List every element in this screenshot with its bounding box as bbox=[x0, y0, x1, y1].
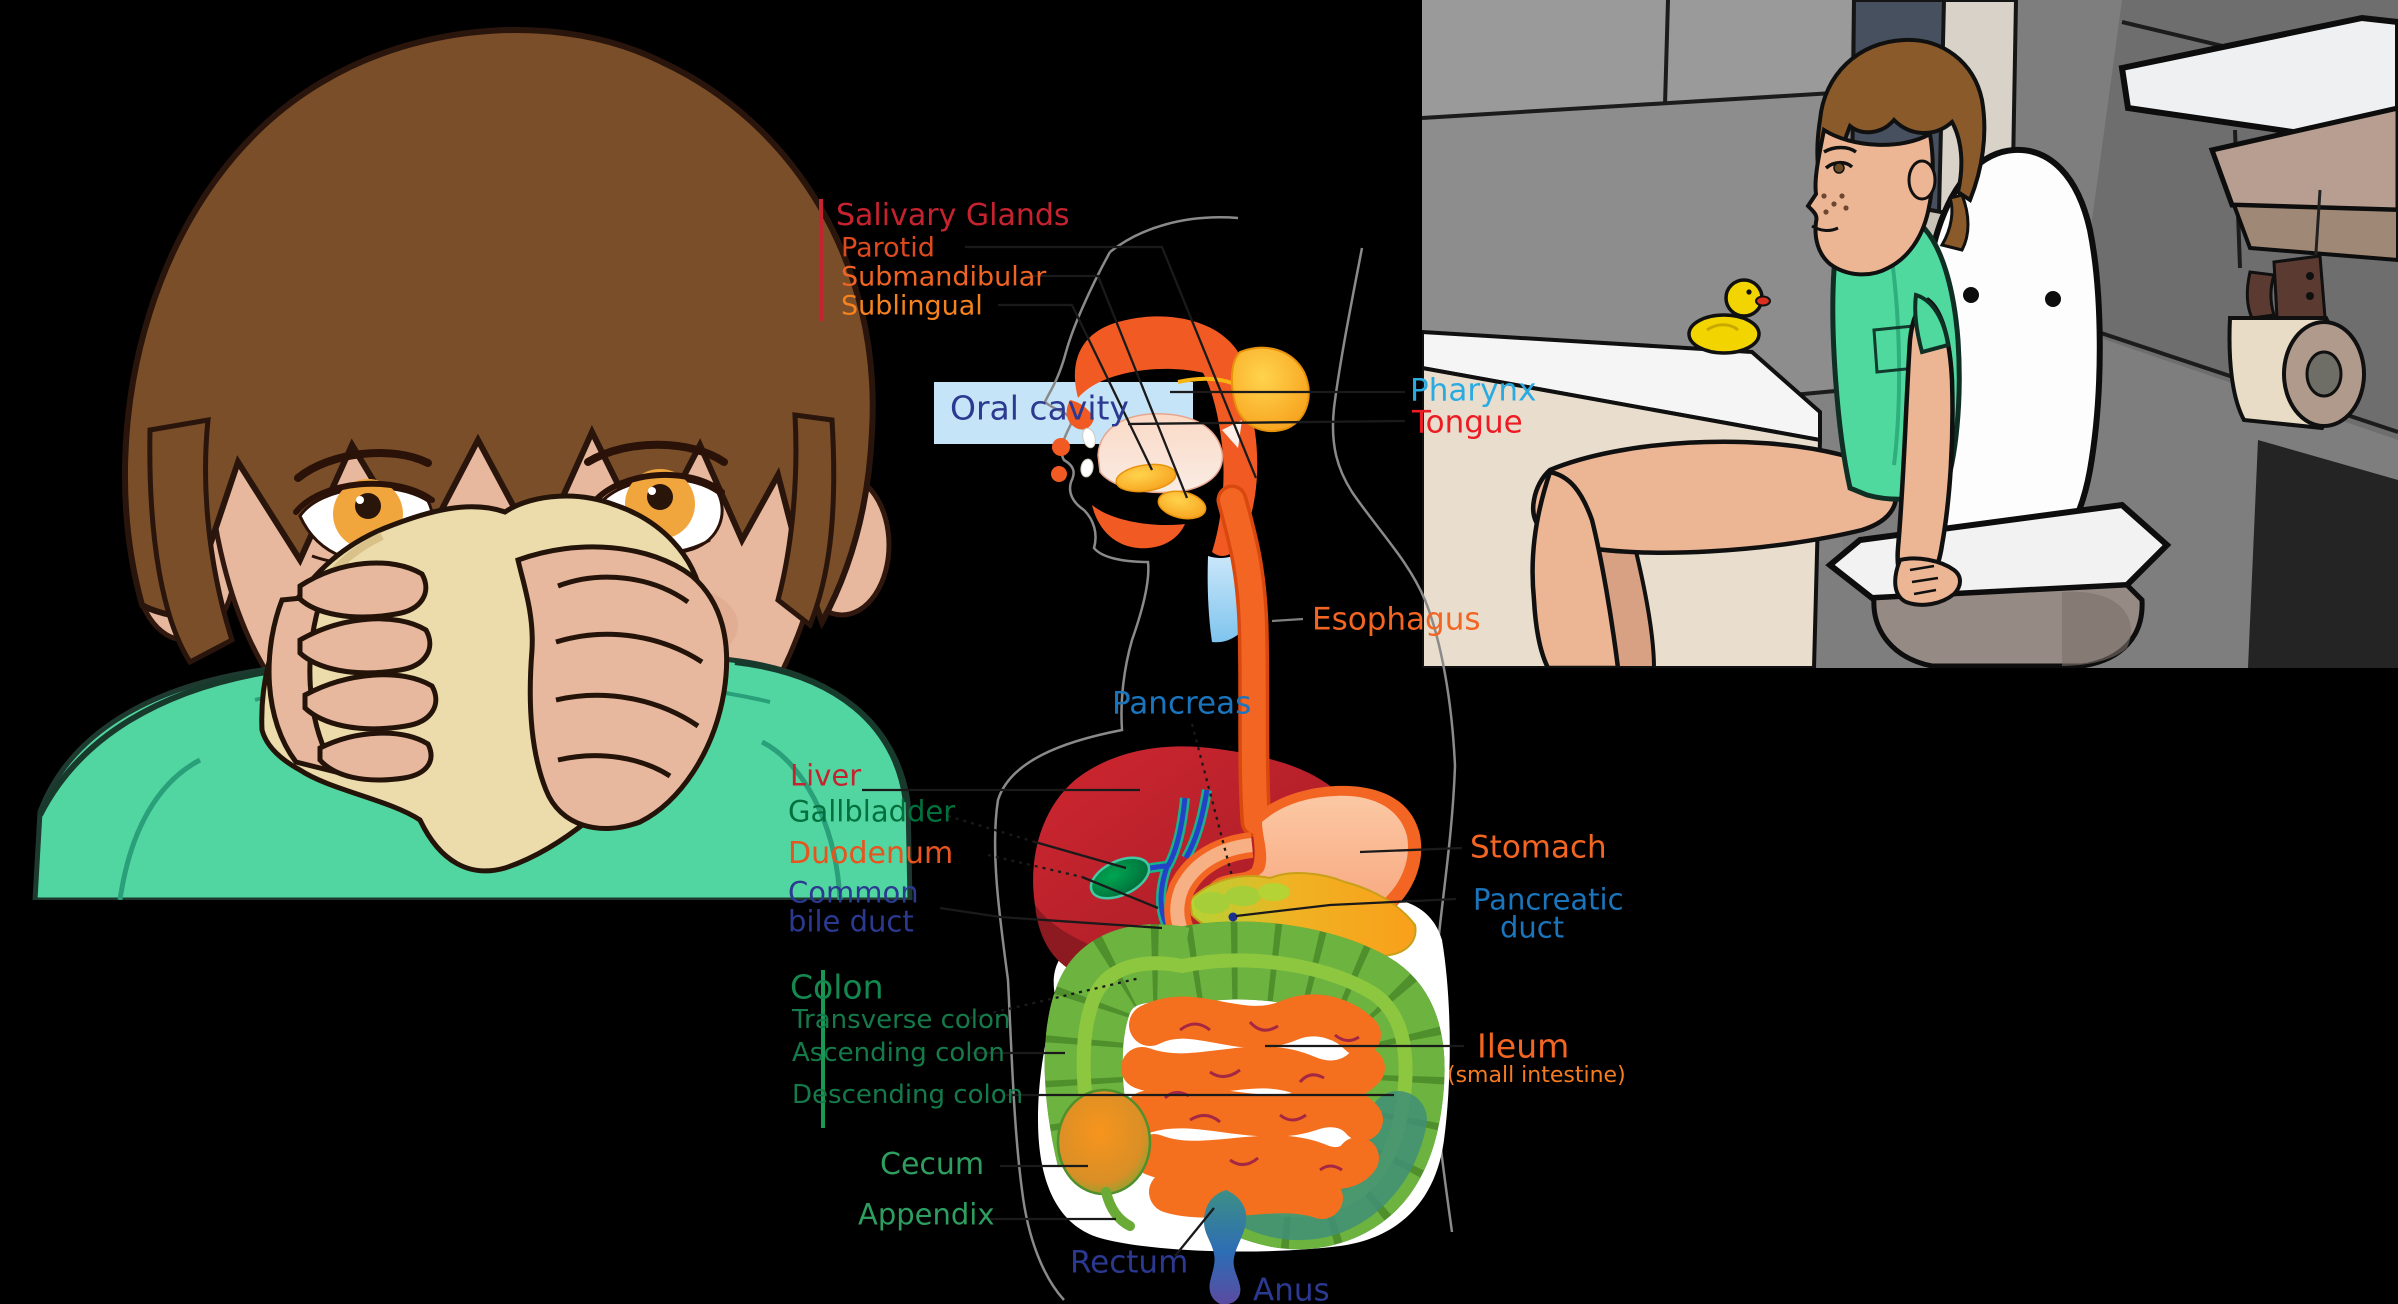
label-transverse-colon: Transverse colon bbox=[792, 1005, 1011, 1035]
label-tongue: Tongue bbox=[1412, 404, 1523, 441]
label-anus: Anus bbox=[1253, 1272, 1330, 1304]
shadow bbox=[2248, 440, 2398, 668]
rubber-duck bbox=[1687, 278, 1771, 355]
label-esophagus: Esophagus bbox=[1312, 601, 1481, 638]
pointer-lines bbox=[862, 245, 1464, 1257]
rectum-shape bbox=[1204, 1190, 1247, 1304]
sublingual-gland bbox=[1115, 463, 1177, 493]
small-intestine-coils bbox=[1121, 994, 1385, 1219]
label-gallbladder: Gallbladder bbox=[788, 794, 956, 829]
label-submandibular: Submandibular bbox=[841, 261, 1047, 293]
label-parotid: Parotid bbox=[841, 232, 935, 264]
label-pancreatic-duct-line1: Pancreatic bbox=[1473, 882, 1624, 917]
toilet bbox=[1825, 146, 2172, 668]
label-liver: Liver bbox=[790, 758, 862, 793]
hands bbox=[266, 544, 730, 831]
label-oral-cavity: Oral cavity bbox=[950, 388, 1129, 428]
label-ascending-colon: Ascending colon bbox=[792, 1038, 1005, 1068]
appendix-shape bbox=[1101, 1187, 1135, 1231]
label-descending-colon: Descending colon bbox=[792, 1080, 1024, 1110]
label-stomach: Stomach bbox=[1470, 829, 1607, 866]
boy-on-toilet-illustration bbox=[1422, 0, 2398, 668]
sitting-boy bbox=[1530, 37, 1987, 668]
label-colon: Colon bbox=[790, 967, 884, 1007]
label-rectum: Rectum bbox=[1070, 1244, 1189, 1281]
label-ileum: Ileum bbox=[1477, 1026, 1570, 1066]
esophagus-tube bbox=[1216, 484, 1272, 838]
salivary-bracket bbox=[819, 199, 823, 321]
label-pancreatic-duct-line2: duct bbox=[1500, 910, 1565, 945]
label-salivary-glands: Salivary Glands bbox=[836, 198, 1070, 233]
colon-bracket bbox=[821, 970, 825, 1128]
label-pancreas: Pancreas bbox=[1112, 685, 1252, 722]
label-ile um-subtitle: (small intestine) bbox=[1447, 1063, 1626, 1088]
boy-eating-sandwich-illustration bbox=[32, 27, 913, 900]
parotid-gland bbox=[1230, 346, 1310, 432]
intestine-creases bbox=[1163, 1020, 1360, 1172]
label-cecum: Cecum bbox=[880, 1147, 985, 1182]
label-common-bile-duct-line2: bile duct bbox=[788, 904, 914, 939]
label-duodenum: Duodenum bbox=[788, 836, 954, 871]
label-appendix: Appendix bbox=[858, 1197, 995, 1232]
sink bbox=[2118, 14, 2398, 269]
label-sublingual: Sublingual bbox=[841, 290, 983, 322]
cecum-shape bbox=[1056, 1088, 1152, 1196]
label-pharynx: Pharynx bbox=[1410, 372, 1537, 409]
toilet-paper-roll bbox=[2227, 254, 2366, 431]
label-common-bile-duct-line1: Common bbox=[788, 875, 919, 910]
